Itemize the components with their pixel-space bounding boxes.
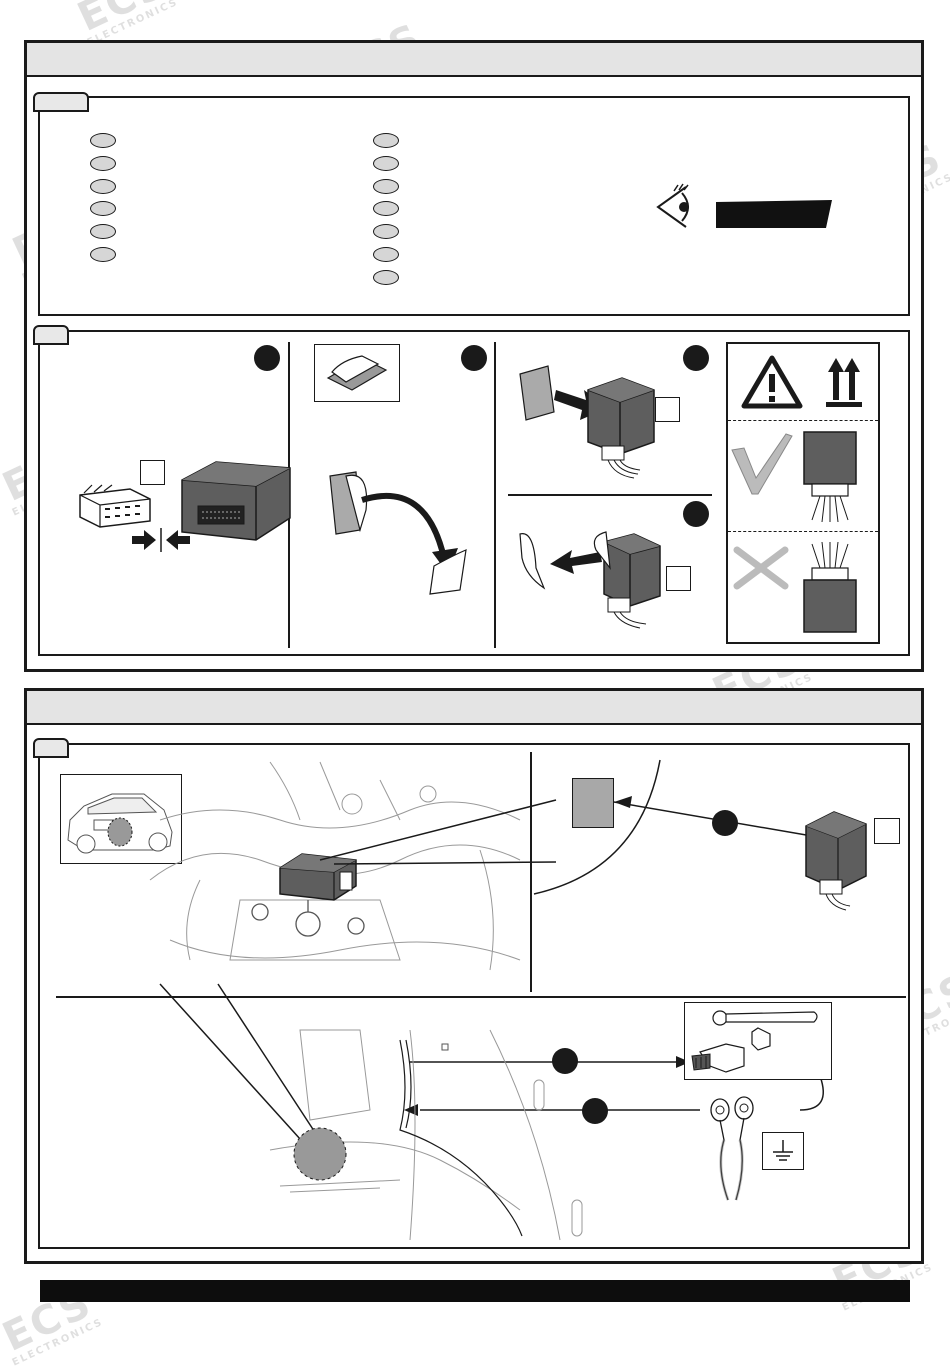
mounting-tab	[33, 738, 69, 758]
dashed-divider	[728, 420, 878, 421]
row-divider	[56, 996, 906, 998]
parts-list-tab	[33, 92, 89, 112]
highlight-bar	[716, 200, 832, 228]
part-marker	[90, 224, 116, 239]
part-ref-box	[666, 566, 691, 591]
section-header-bar	[27, 691, 921, 725]
dashed-divider	[728, 531, 878, 532]
warning-triangle-icon	[741, 355, 803, 409]
cross-mark-icon	[733, 546, 789, 590]
part-marker	[90, 133, 116, 148]
part-marker	[373, 179, 399, 194]
section-header-bar	[27, 43, 921, 77]
part-marker	[373, 201, 399, 216]
remove-backing-illustration	[519, 531, 661, 629]
part-marker	[90, 201, 116, 216]
part-marker	[373, 224, 399, 239]
part-marker	[90, 179, 116, 194]
step-marker-7	[582, 1098, 608, 1124]
ring-terminal-cables	[710, 1096, 754, 1201]
part-marker	[90, 247, 116, 262]
part-marker	[90, 156, 116, 171]
row-divider	[508, 494, 712, 496]
peel-backing-illustration	[329, 471, 467, 595]
ground-symbol-icon	[773, 1140, 793, 1161]
step-marker-5	[712, 810, 738, 836]
mounting-target-area	[572, 778, 614, 828]
module-installed-illustration	[279, 853, 357, 901]
module-pad-attached-illustration	[805, 811, 867, 911]
column-divider	[530, 752, 532, 992]
step-marker-3	[683, 345, 709, 371]
eye-icon	[656, 183, 689, 228]
part-ref-box	[140, 460, 165, 485]
module-wrong-orientation	[803, 541, 857, 633]
module-prep-tab	[33, 325, 69, 345]
step-marker-2	[461, 345, 487, 371]
step-marker-6	[552, 1048, 578, 1074]
step-marker-4	[683, 501, 709, 527]
car-rear-illustration	[67, 793, 173, 854]
adhesive-pad-inset	[314, 344, 400, 402]
column-divider	[494, 342, 496, 648]
control-module-illustration	[181, 461, 291, 541]
attach-pad-illustration	[519, 365, 655, 479]
connect-arrows-icon	[132, 528, 190, 552]
part-ref-box	[874, 818, 900, 844]
adhesive-pad-icon	[326, 355, 388, 391]
connector-plug-illustration	[79, 484, 151, 528]
footer-bar	[40, 1280, 910, 1302]
trunk-interior-illustration	[149, 761, 521, 971]
check-mark-icon	[731, 433, 793, 495]
part-marker	[373, 156, 399, 171]
step-marker-1	[254, 345, 280, 371]
part-marker	[373, 133, 399, 148]
part-marker	[373, 270, 399, 285]
part-marker	[373, 247, 399, 262]
this-way-up-arrows-icon	[826, 358, 862, 407]
ground-location-illustration	[269, 1029, 583, 1241]
module-correct-orientation	[803, 431, 857, 523]
part-ref-box	[655, 397, 680, 422]
ratchet-socket-icon	[691, 1010, 818, 1073]
